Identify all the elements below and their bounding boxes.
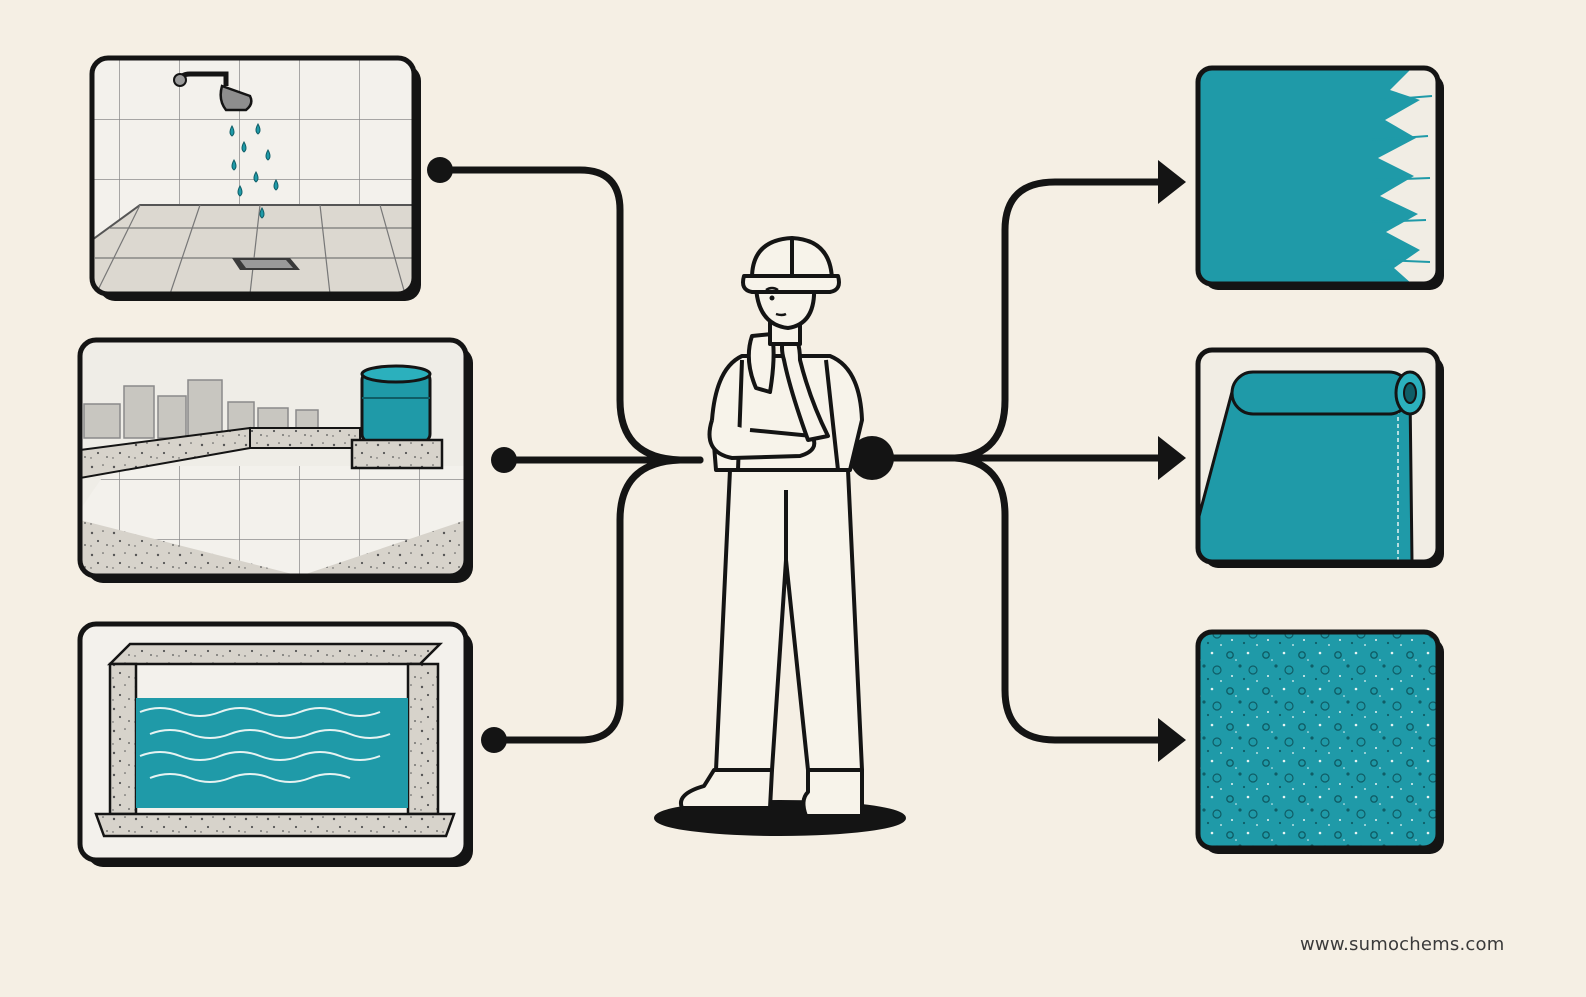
water-waves-icon [136, 698, 408, 808]
output-panel-crystalline-texture [1195, 629, 1444, 854]
connector-dots [427, 157, 894, 753]
connector-output-3 [876, 454, 1172, 744]
floor-drain-icon [232, 258, 300, 270]
input-panel-rooftop [77, 337, 473, 583]
arrowheads [1158, 160, 1186, 762]
start-dot-3 [481, 727, 507, 753]
city-skyline-icon [83, 379, 319, 439]
output-panel-liquid-coating [1195, 65, 1444, 290]
start-dot-1 [427, 157, 453, 183]
water-drop-icon [229, 122, 279, 219]
brush-stroke-icon [1198, 68, 1438, 284]
connector-lines [436, 166, 1172, 744]
engineer-figure [654, 236, 906, 836]
arrowhead-3-icon [1158, 718, 1186, 762]
speckle-texture-icon [1198, 632, 1438, 848]
shower-head-icon [173, 71, 253, 112]
input-panel-bathroom [89, 55, 421, 301]
water-tank-icon [350, 364, 444, 470]
membrane-roll-icon [1198, 370, 1426, 562]
connector-input-1 [436, 166, 704, 464]
arrowhead-2-icon [1158, 436, 1186, 480]
connector-input-3 [490, 456, 704, 744]
arrowhead-1-icon [1158, 160, 1186, 204]
connector-output-1 [876, 178, 1172, 462]
website-watermark: www.sumochems.com [1300, 934, 1505, 955]
thinking-worker-icon [654, 274, 906, 836]
output-panel-membrane-sheet [1195, 347, 1444, 568]
input-panel-concrete-tank [77, 621, 473, 867]
junction-dot [850, 436, 894, 480]
start-dot-2 [491, 447, 517, 473]
hard-hat-icon [741, 236, 841, 294]
